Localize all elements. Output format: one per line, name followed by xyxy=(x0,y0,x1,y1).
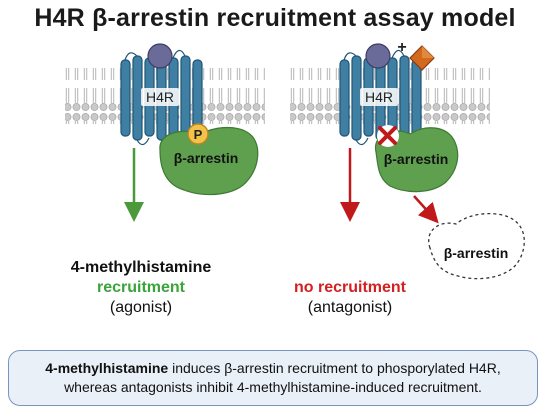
caption-line1-rest: induces β-arrestin recruitment to phospo… xyxy=(168,360,501,376)
right-panel: + H4R β-arrestin β-arrestin no recruitme… xyxy=(290,39,525,316)
right-agonist-ligand xyxy=(365,43,391,69)
free-arrestin-outline xyxy=(428,212,525,280)
caption-bold: 4-methylhistamine xyxy=(45,360,169,376)
blocked-x-icon xyxy=(378,126,397,145)
phosphate-label: P xyxy=(194,127,203,142)
caption-line-2: whereas antagonists inhibit 4-methylhist… xyxy=(64,379,482,395)
right-role: (antagonist) xyxy=(308,299,393,316)
left-agonist-ligand xyxy=(147,43,173,69)
left-ligand-name: 4-methylhistamine xyxy=(71,259,212,276)
left-receptor-label: H4R xyxy=(146,89,174,105)
diagram-title: H4R β-arrestin recruitment assay model xyxy=(34,4,516,32)
plus-sign: + xyxy=(397,39,406,56)
right-receptor-label: H4R xyxy=(365,89,393,105)
right-outcome: no recruitment xyxy=(294,279,407,296)
phosphate-badge xyxy=(187,123,209,145)
right-arrestin-label: β-arrestin xyxy=(384,151,449,167)
left-arrestin-label: β-arrestin xyxy=(174,150,239,166)
right-dissociation-arrow xyxy=(413,195,439,224)
left-outcome: recruitment xyxy=(97,279,186,296)
free-arrestin-label: β-arrestin xyxy=(444,245,509,261)
left-role: (agonist) xyxy=(110,299,172,316)
assay-diagram: H4R β-arrestin P 4-methylhistamine recru… xyxy=(65,39,525,316)
caption-line-1: 4-methylhistamine induces β-arrestin rec… xyxy=(9,359,537,378)
left-panel: H4R β-arrestin P 4-methylhistamine recru… xyxy=(65,43,265,316)
caption-box: 4-methylhistamine induces β-arrestin rec… xyxy=(8,350,538,406)
